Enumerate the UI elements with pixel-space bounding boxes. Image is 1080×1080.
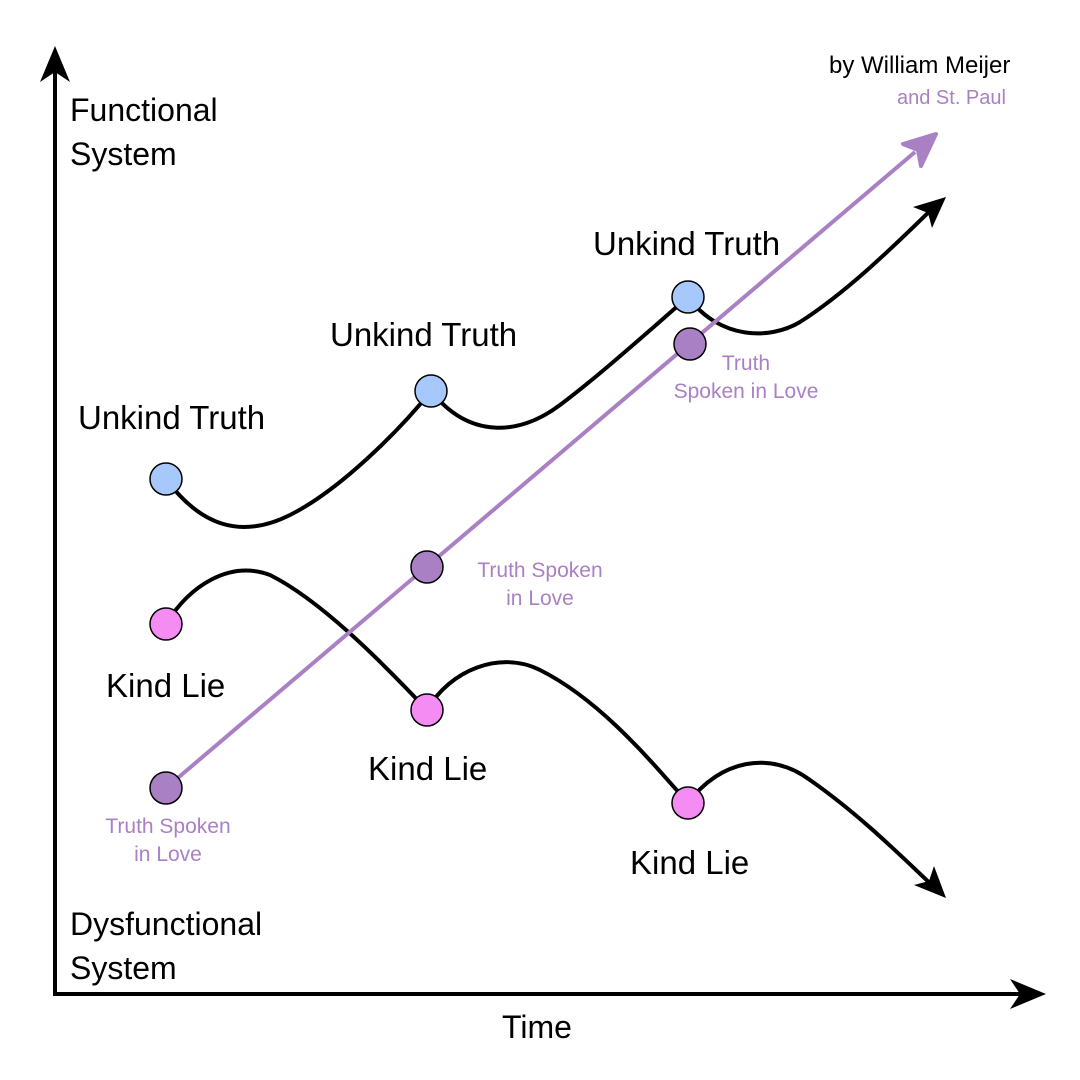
axes	[40, 46, 1046, 1009]
y-axis-top-label: Functional System	[70, 92, 218, 173]
x-axis-arrowhead	[1010, 979, 1046, 1009]
unkind-truth-label: Unkind Truth	[330, 316, 518, 353]
kind-lie-node	[671, 786, 705, 820]
kind-lie-nodes	[149, 607, 705, 820]
unkind-truth-node	[414, 374, 448, 408]
credit-coauthor: and St. Paul	[897, 87, 1006, 109]
kind-lie-arrowhead	[914, 866, 946, 898]
unkind-truth-label: Unkind Truth	[78, 399, 266, 436]
truth-in-love-label: Truth Spoken in Love	[477, 559, 603, 611]
unkind-truth-curve	[164, 204, 937, 529]
truth-in-love-arrowhead	[901, 132, 938, 168]
kind-lie-node	[410, 693, 444, 727]
unkind-truth-label: Unkind Truth	[593, 225, 781, 262]
truth-in-love-nodes	[149, 327, 707, 805]
kind-lie-label: Kind Lie	[368, 750, 488, 787]
unkind-truth-arrowhead	[913, 197, 946, 228]
credit-author: by William Meijer	[829, 52, 1011, 79]
kind-lie-node	[149, 607, 183, 641]
truth-in-love-node	[410, 550, 444, 584]
kind-lie-curve	[164, 568, 937, 890]
truth-in-love-label: Truth Spoken in Love	[105, 815, 231, 867]
truth-in-love-label: Truth Spoken in Love	[673, 352, 819, 404]
truth-in-love-line	[164, 150, 917, 790]
y-axis-arrowhead	[40, 46, 70, 82]
unkind-truth-node	[671, 280, 705, 314]
truth-in-love-node	[673, 327, 707, 361]
y-axis-bottom-label: Dysfunctional System	[70, 906, 263, 987]
unkind-truth-nodes	[149, 280, 705, 496]
kind-lie-label: Kind Lie	[106, 667, 226, 704]
kind-lie-label: Kind Lie	[630, 844, 750, 881]
unkind-truth-node	[149, 462, 183, 496]
truth-in-love-node	[149, 771, 183, 805]
x-axis-label: Time	[502, 1009, 572, 1045]
